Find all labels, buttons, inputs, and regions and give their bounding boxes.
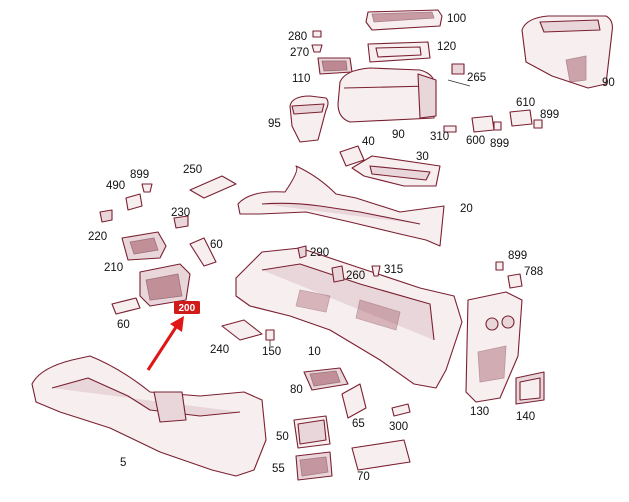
part-60-a xyxy=(189,237,217,267)
label-10: 10 xyxy=(308,346,321,358)
highlight-arrow xyxy=(146,316,184,371)
part-899-d xyxy=(495,261,504,271)
part-265 xyxy=(447,63,471,87)
label-610: 610 xyxy=(516,97,535,109)
part-899-b xyxy=(493,121,502,131)
label-70: 70 xyxy=(357,471,370,483)
part-70 xyxy=(351,439,411,471)
part-610 xyxy=(509,109,533,127)
part-60-b xyxy=(111,297,141,315)
part-110 xyxy=(317,57,353,75)
label-250: 250 xyxy=(183,164,202,176)
label-300: 300 xyxy=(389,421,408,433)
label-120: 120 xyxy=(437,41,456,53)
part-310 xyxy=(443,125,457,133)
highlight-200[interactable]: 200 xyxy=(174,301,200,314)
label-100: 100 xyxy=(447,13,466,25)
label-899-c: 899 xyxy=(130,169,149,181)
label-490: 490 xyxy=(106,180,125,192)
label-150: 150 xyxy=(262,346,281,358)
part-10 xyxy=(235,247,463,389)
part-20 xyxy=(237,165,445,247)
label-90-armrest: 90 xyxy=(392,129,405,141)
part-120 xyxy=(367,41,431,63)
part-600 xyxy=(471,115,495,133)
part-210 xyxy=(121,231,167,261)
part-788 xyxy=(507,273,523,289)
part-80 xyxy=(303,367,349,391)
label-899-b: 899 xyxy=(490,138,509,150)
label-788: 788 xyxy=(524,266,543,278)
part-5 xyxy=(31,355,267,477)
part-130 xyxy=(465,291,523,403)
label-310: 310 xyxy=(430,131,449,143)
part-230 xyxy=(173,215,189,229)
label-280: 280 xyxy=(288,31,307,43)
part-30 xyxy=(351,155,441,187)
part-490 xyxy=(125,193,143,211)
label-230: 230 xyxy=(171,207,190,219)
label-110: 110 xyxy=(292,73,310,85)
part-220 xyxy=(99,209,113,223)
label-20: 20 xyxy=(460,203,473,215)
label-240: 240 xyxy=(210,344,229,356)
part-290 xyxy=(297,245,307,259)
part-200 xyxy=(139,263,191,307)
part-140 xyxy=(515,371,545,405)
part-95 xyxy=(289,95,329,143)
part-55 xyxy=(295,451,333,481)
label-55: 55 xyxy=(272,463,285,475)
label-600: 600 xyxy=(466,135,485,147)
label-90-rear: 90 xyxy=(602,77,615,89)
part-90-rear xyxy=(521,15,613,89)
label-899-d: 899 xyxy=(508,250,527,262)
label-30: 30 xyxy=(416,151,429,163)
label-50: 50 xyxy=(276,431,289,443)
label-130: 130 xyxy=(470,406,489,418)
part-90-armrest xyxy=(337,67,437,123)
label-200: 200 xyxy=(179,303,196,314)
part-899-a xyxy=(533,119,543,129)
label-220: 220 xyxy=(88,231,107,243)
part-280 xyxy=(312,30,322,38)
label-265: 265 xyxy=(467,72,486,84)
part-899-c xyxy=(141,183,153,193)
label-260: 260 xyxy=(346,270,365,282)
part-250 xyxy=(189,175,237,199)
label-60-a: 60 xyxy=(210,239,223,251)
part-150 xyxy=(265,329,275,346)
part-240 xyxy=(221,319,263,341)
label-80: 80 xyxy=(290,384,303,396)
label-210: 210 xyxy=(104,262,123,274)
label-65: 65 xyxy=(352,418,365,430)
part-65 xyxy=(341,383,367,419)
part-100 xyxy=(365,9,443,31)
part-260 xyxy=(331,265,345,283)
label-290: 290 xyxy=(310,247,329,259)
part-300 xyxy=(391,403,411,417)
label-899-a: 899 xyxy=(540,109,559,121)
label-315: 315 xyxy=(384,264,403,276)
label-270: 270 xyxy=(290,47,309,59)
label-60-b: 60 xyxy=(117,319,130,331)
label-95: 95 xyxy=(268,118,281,130)
part-315 xyxy=(371,265,381,277)
label-140: 140 xyxy=(516,411,535,423)
part-40 xyxy=(339,145,365,167)
part-270 xyxy=(311,44,323,53)
part-50 xyxy=(293,415,331,449)
label-5: 5 xyxy=(120,457,126,469)
label-40: 40 xyxy=(362,136,375,148)
